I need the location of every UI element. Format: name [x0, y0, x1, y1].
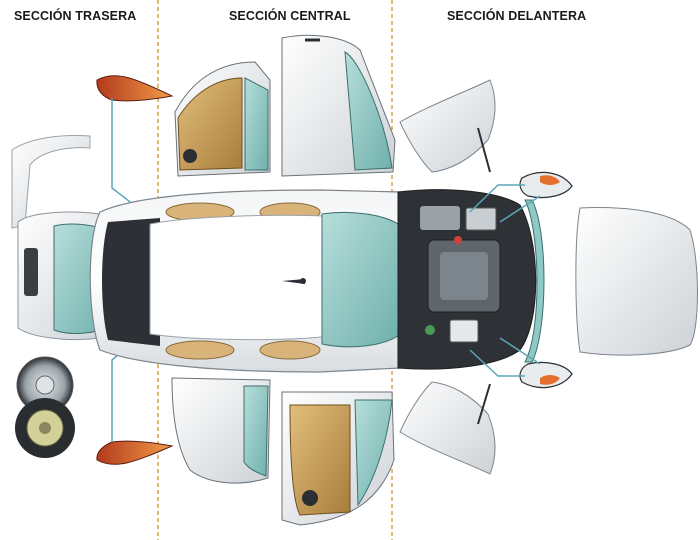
- brake-fluid-cap: [425, 325, 435, 335]
- headlight-top-amber: [540, 175, 560, 185]
- callout-headlight-bottom: [469, 349, 525, 377]
- roof: [149, 214, 331, 341]
- door-front-bottom-glass: [354, 399, 393, 507]
- section-label-rear: SECCIÓN TRASERA: [14, 9, 137, 23]
- hood: [575, 207, 698, 356]
- headlight-bottom: [519, 361, 573, 389]
- section-label-center: SECCIÓN CENTRAL: [229, 9, 351, 23]
- battery: [465, 207, 497, 231]
- rear-spoiler: [11, 135, 91, 229]
- headlight-top: [519, 171, 573, 199]
- door-rear-bottom-glass: [243, 385, 269, 477]
- antenna-base: [300, 278, 306, 284]
- section-label-front: SECCIÓN DELANTERA: [447, 9, 587, 23]
- seat-rear-right: [165, 340, 235, 360]
- air-box: [420, 206, 460, 230]
- speaker-front-bottom: [302, 490, 318, 506]
- door-front-bottom-trim: [289, 404, 351, 516]
- windshield: [321, 211, 399, 348]
- front-bumper-strip: [524, 199, 545, 363]
- headlight-bottom-amber: [540, 375, 560, 385]
- callout-headlight-top-b: [499, 195, 541, 223]
- door-front-top-glass: [344, 51, 393, 171]
- front-fender-bottom: [399, 381, 496, 475]
- door-rear-top-glass: [244, 77, 269, 171]
- antenna: [282, 279, 305, 284]
- rear-plate: [24, 248, 38, 296]
- seat-front-right: [259, 340, 321, 360]
- tail-light-top: [96, 75, 174, 102]
- rear-cargo-cavity: [102, 218, 160, 346]
- front-fender-top: [399, 79, 496, 173]
- door-rear-top-trim: [177, 77, 243, 171]
- speaker-rear-top: [183, 149, 197, 163]
- tail-light-bottom: [96, 440, 174, 465]
- wiper-top: [477, 127, 491, 173]
- spare-tire-hub: [39, 422, 51, 434]
- rear-wheel-hub: [35, 375, 55, 395]
- oil-cap: [454, 236, 462, 244]
- coolant-reservoir: [449, 319, 479, 343]
- callout-headlight-bottom-b: [499, 337, 541, 365]
- callout-headlight-top: [469, 184, 525, 213]
- engine-cover: [440, 252, 488, 300]
- wiper-bottom: [477, 383, 491, 425]
